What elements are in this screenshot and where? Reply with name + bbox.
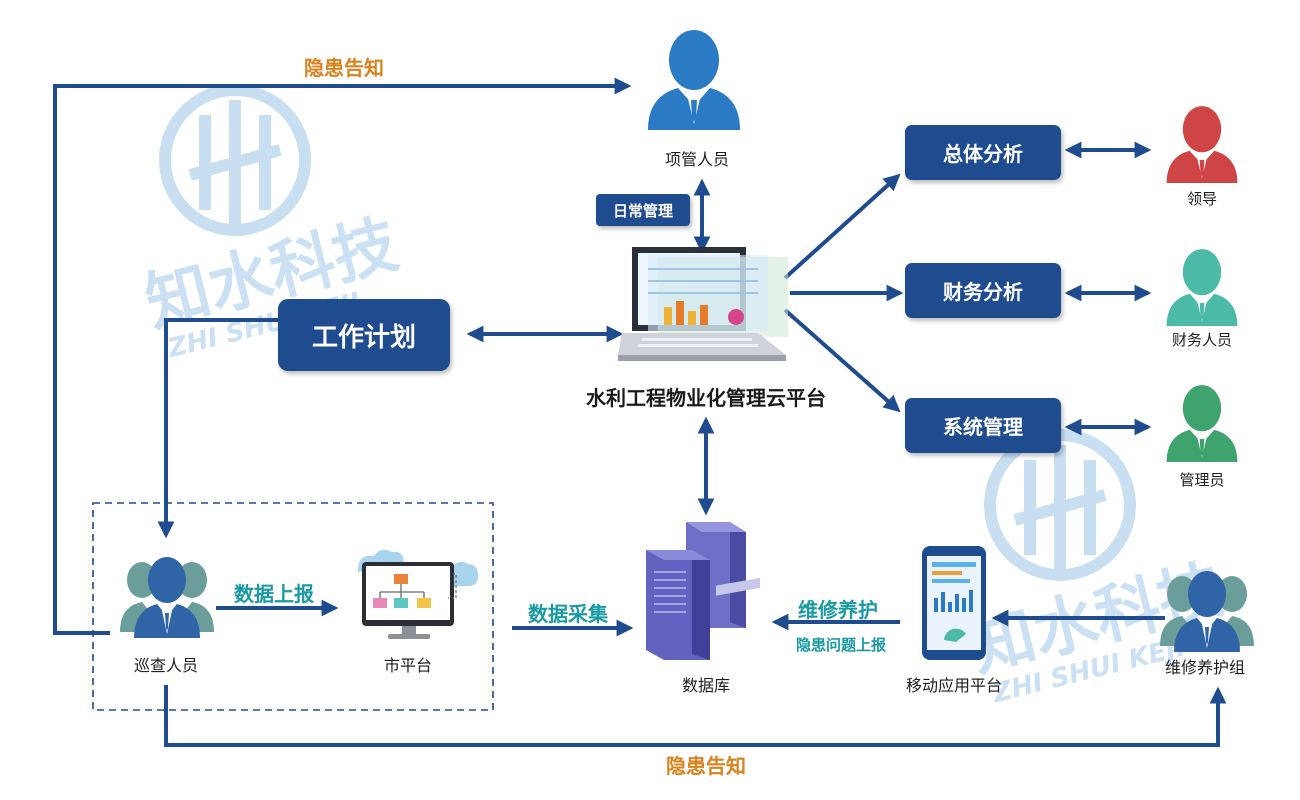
person-icon-project-manager — [648, 30, 740, 130]
edge-platform-overall — [783, 173, 901, 280]
node-label-database: 数据库 — [681, 676, 730, 695]
inspection-group-frame — [92, 502, 494, 711]
cloud-platform-title: 水利工程物业化管理云平台 — [586, 386, 826, 410]
box-overall-analysis: 总体分析 — [905, 125, 1061, 180]
edge-platform-system — [783, 308, 901, 413]
node-label-leader: 领导 — [1186, 190, 1217, 208]
node-label-mobile-platform: 移动应用平台 — [905, 676, 1002, 695]
group-icon-inspector — [120, 557, 214, 638]
person-icon-admin — [1166, 385, 1238, 462]
node-label-maintenance-team: 维修养护组 — [1164, 658, 1245, 677]
watermark-logo-left — [159, 84, 311, 236]
edge-label-repair-maintenance: 维修养护 — [798, 598, 878, 622]
laptop-icon — [618, 247, 788, 361]
node-label-project-manager: 项管人员 — [664, 150, 729, 169]
city-platform-icon — [358, 549, 478, 639]
edge-label-hazard-notice-bottom: 隐患告知 — [666, 754, 746, 778]
box-daily-management: 日常管理 — [596, 194, 690, 226]
node-label-admin: 管理员 — [1179, 471, 1225, 489]
group-icon-maintenance-team — [1160, 571, 1254, 652]
mobile-phone-icon — [922, 546, 986, 660]
box-finance-analysis: 财务分析 — [905, 263, 1061, 318]
edge-hazard-notice-bottom — [164, 685, 1227, 747]
edge-label-hazard-report: 隐患问题上报 — [795, 636, 886, 654]
edge-workplan-inspector — [157, 318, 280, 539]
edge-label-data-report: 数据上报 — [234, 582, 314, 606]
node-label-finance-staff: 财务人员 — [1171, 331, 1232, 349]
person-icon-finance-staff — [1166, 249, 1238, 326]
edge-hazard-notice-top — [53, 77, 632, 635]
node-label-city-platform: 市平台 — [383, 656, 432, 675]
edge-label-data-collect: 数据采集 — [528, 602, 608, 626]
node-label-inspector: 巡查人员 — [133, 656, 198, 675]
database-server-icon — [646, 522, 760, 660]
box-work-plan: 工作计划 — [278, 299, 450, 371]
edge-label-hazard-notice-top: 隐患告知 — [304, 56, 384, 80]
person-icon-leader — [1166, 106, 1238, 183]
box-system-management: 系统管理 — [905, 398, 1061, 453]
